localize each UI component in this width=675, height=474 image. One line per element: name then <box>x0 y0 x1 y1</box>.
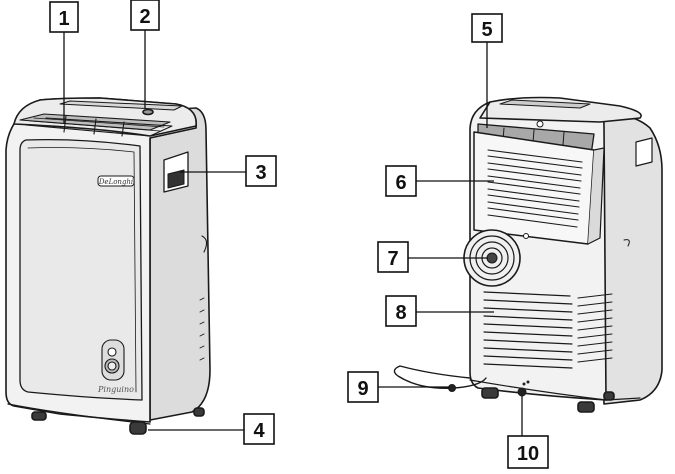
callout-6-number: 6 <box>395 172 406 194</box>
leader-lines <box>63 30 523 436</box>
back-side-handle <box>635 137 653 167</box>
callout-9-number: 9 <box>357 378 368 400</box>
control-panel-strip <box>59 100 183 111</box>
callout-labels: 1 2 3 4 5 6 7 8 <box>49 0 549 469</box>
back-wheels <box>481 387 615 413</box>
callout-8: 8 <box>385 295 417 327</box>
front-indicator <box>101 339 125 381</box>
callout-3: 3 <box>245 155 277 187</box>
callout-3-number: 3 <box>255 162 266 184</box>
callout-1-number: 1 <box>58 8 69 30</box>
power-cable <box>393 365 487 389</box>
brand-logo-text: DeLonghi <box>98 178 133 186</box>
callout-10: 10 <box>507 435 549 469</box>
callout-7-number: 7 <box>387 248 398 270</box>
control-knob <box>142 108 154 116</box>
back-unit <box>393 96 663 413</box>
callout-10-number: 10 <box>517 443 539 465</box>
callout-9: 9 <box>347 371 379 403</box>
callout-6: 6 <box>385 165 417 197</box>
callout-2-number: 2 <box>139 6 150 28</box>
front-unit <box>5 97 211 435</box>
front-panel <box>19 138 143 401</box>
front-wheels <box>31 407 205 435</box>
front-side-vents <box>199 297 205 361</box>
callout-5-number: 5 <box>481 19 492 41</box>
brand-badge <box>97 175 135 187</box>
side-grille-slats <box>577 293 613 363</box>
callout-1: 1 <box>49 1 79 33</box>
callout-4-number: 4 <box>253 420 265 442</box>
callout-4: 4 <box>243 413 275 445</box>
callout-2: 2 <box>130 0 160 31</box>
upper-grille-slats <box>487 149 583 228</box>
back-unit-top <box>479 96 642 123</box>
callout-5: 5 <box>471 13 503 43</box>
callout-8-number: 8 <box>395 302 406 324</box>
callout-7: 7 <box>377 241 409 273</box>
lower-grille-slats <box>483 291 573 369</box>
front-top-grille <box>19 113 173 137</box>
model-name-text: Pinguino <box>97 385 134 394</box>
